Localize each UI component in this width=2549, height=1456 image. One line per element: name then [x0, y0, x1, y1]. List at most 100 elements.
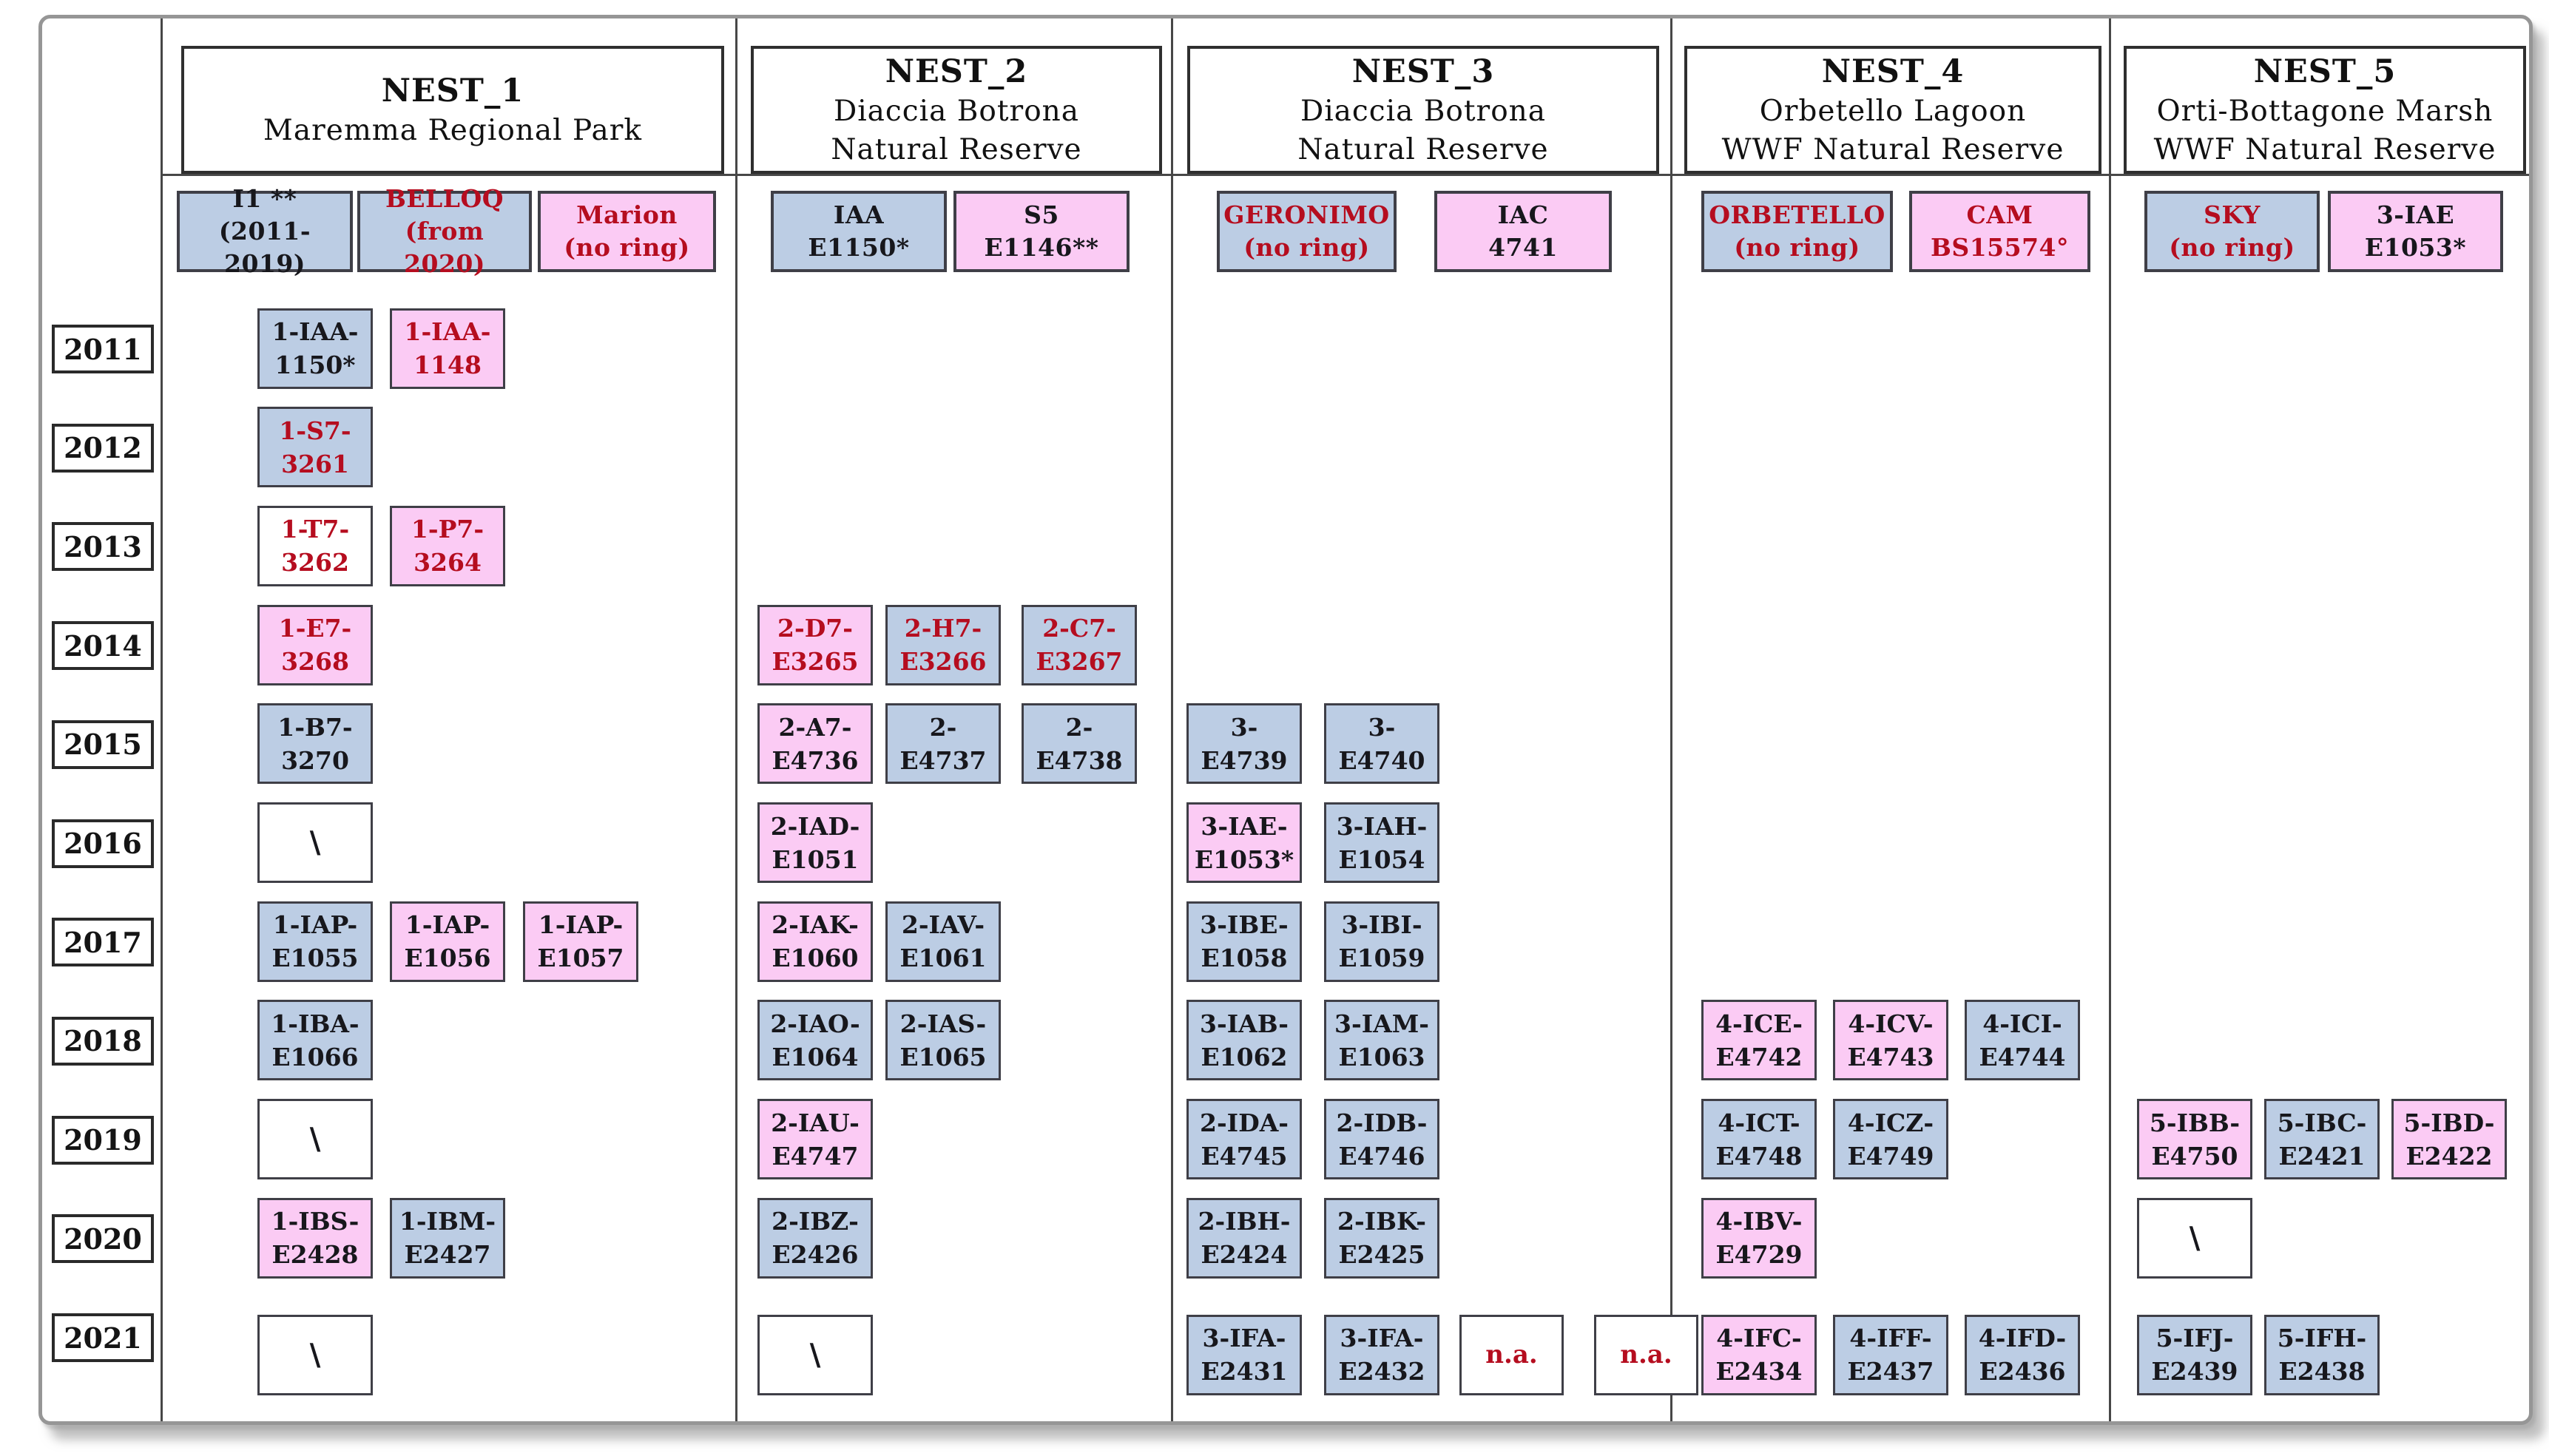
nest3-location-line2: Natural Reserve	[1297, 132, 1549, 166]
offspring-cell-3ifae2432: 3-IFA-E2432	[1324, 1314, 1439, 1395]
year-label-2020: 2020	[52, 1214, 154, 1264]
year-label-2015: 2015	[52, 719, 154, 769]
nest4-location-line1: Orbetello Lagoon	[1759, 94, 2027, 128]
offspring-cell-3iaee1053: 3-IAE-E1053*	[1186, 802, 1302, 883]
nest2-header: NEST_2 Diaccia Botrona Natural Reserve	[751, 46, 1162, 174]
parent-box-sky: SKY(no ring)	[2144, 191, 2320, 272]
offspring-cell-1iaa1148: 1-IAA-1148	[390, 308, 505, 389]
offspring-cell-2idae4745: 2-IDA-E4745	[1186, 1099, 1302, 1180]
offspring-cell-3ibie1059: 3-IBI-E1059	[1324, 901, 1439, 982]
parent-box-geronimo: GERONIMO(no ring)	[1217, 191, 1397, 272]
offspring-cell-4iffe2437: 4-IFF-E2437	[1833, 1314, 1948, 1395]
offspring-cell-2iase1065: 2-IAS-E1065	[885, 1000, 1001, 1081]
offspring-cell-3ibee1058: 3-IBE-E1058	[1186, 901, 1302, 982]
pedigree-table-frame: NEST_1 Maremma Regional Park NEST_2 Diac…	[38, 15, 2533, 1425]
offspring-cell-2d7e3265: 2-D7-E3265	[757, 604, 873, 685]
year-label-2018: 2018	[52, 1016, 154, 1066]
empty-cell-nest_1-2019: \	[257, 1099, 373, 1180]
offspring-cell-1iape1055: 1-IAP-E1055	[257, 901, 373, 982]
empty-cell-nest_5-2020: \	[2137, 1197, 2252, 1279]
parent-box-orbetello: ORBETELLO(no ring)	[1701, 191, 1893, 272]
offspring-cell-2c7e3267: 2-C7-E3267	[1022, 604, 1137, 685]
separator-nest4-nest5	[2109, 18, 2111, 1421]
nest5-location-line2: WWF Natural Reserve	[2153, 132, 2496, 166]
offspring-cell-4ifde2436: 4-IFD-E2436	[1965, 1314, 2080, 1395]
nest4-header: NEST_4 Orbetello Lagoon WWF Natural Rese…	[1684, 46, 2101, 174]
na-cell-nest_3-2021-3: n.a.	[1594, 1314, 1698, 1395]
offspring-cell-1p73264: 1-P7-3264	[390, 505, 505, 586]
nest5-title: NEST_5	[2253, 53, 2397, 90]
year-label-2011: 2011	[52, 325, 154, 373]
offspring-cell-4icze4749: 4-ICZ-E4749	[1833, 1099, 1948, 1180]
nest4-title: NEST_4	[1821, 53, 1965, 90]
nest3-location-line1: Diaccia Botrona	[1300, 94, 1547, 128]
offspring-cell-2e4738: 2-E4738	[1022, 703, 1137, 785]
year-label-2012: 2012	[52, 423, 154, 473]
offspring-cell-2idbe4746: 2-IDB-E4746	[1324, 1099, 1439, 1180]
year-label-2013: 2013	[52, 522, 154, 572]
offspring-cell-3e4740: 3-E4740	[1324, 703, 1439, 785]
year-label-2014: 2014	[52, 621, 154, 671]
offspring-cell-2ibze2426: 2-IBZ-E2426	[757, 1197, 873, 1279]
offspring-cell-2ibke2425: 2-IBK-E2425	[1324, 1197, 1439, 1279]
offspring-cell-2iaue4747: 2-IAU-E4747	[757, 1099, 873, 1180]
offspring-cell-2ibhe2424: 2-IBH-E2424	[1186, 1197, 1302, 1279]
offspring-cell-2iaoe1064: 2-IAO-E1064	[757, 1000, 873, 1081]
parent-box-i1: I1 **(2011-2019)	[177, 184, 353, 278]
offspring-cell-2iake1060: 2-IAK-E1060	[757, 901, 873, 982]
nest4-location-line2: WWF Natural Reserve	[1721, 132, 2064, 166]
offspring-cell-3iahe1054: 3-IAH-E1054	[1324, 802, 1439, 883]
offspring-cell-1iaa1150: 1-IAA-1150*	[257, 308, 373, 389]
nest2-title: NEST_2	[885, 53, 1028, 90]
offspring-cell-2a7e4736: 2-A7-E4736	[757, 703, 873, 785]
parent-box-belloq: BELLOQ(from 2020)	[357, 184, 532, 278]
separator-years-nest1	[161, 18, 163, 1421]
offspring-cell-4icve4743: 4-ICV-E4743	[1833, 1000, 1948, 1081]
offspring-cell-4ibve4729: 4-IBV-E4729	[1701, 1197, 1817, 1279]
nest2-location-line2: Natural Reserve	[831, 132, 1082, 166]
separator-nest1-nest2	[735, 18, 737, 1421]
offspring-cell-4icee4742: 4-ICE-E4742	[1701, 1000, 1817, 1081]
offspring-cell-4icie4744: 4-ICI-E4744	[1965, 1000, 2080, 1081]
offspring-cell-1s73261: 1-S7-3261	[257, 407, 373, 488]
offspring-cell-2h7e3266: 2-H7-E3266	[885, 604, 1001, 685]
parent-box-marion: Marion(no ring)	[538, 191, 716, 272]
nest3-title: NEST_3	[1351, 53, 1495, 90]
nest5-header: NEST_5 Orti-Bottagone Marsh WWF Natural …	[2124, 46, 2526, 174]
nest2-location-line1: Diaccia Botrona	[833, 94, 1080, 128]
offspring-cell-3ifae2431: 3-IFA-E2431	[1186, 1314, 1302, 1395]
offspring-cell-3e4739: 3-E4739	[1186, 703, 1302, 785]
year-label-2021: 2021	[52, 1313, 154, 1362]
year-label-2019: 2019	[52, 1115, 154, 1165]
offspring-cell-5ibbe4750: 5-IBB-E4750	[2137, 1099, 2252, 1180]
nest5-location-line1: Orti-Bottagone Marsh	[2156, 94, 2494, 128]
empty-cell-nest_1-2021: \	[257, 1314, 373, 1395]
offspring-cell-1b73270: 1-B7-3270	[257, 703, 373, 785]
year-label-2016: 2016	[52, 819, 154, 868]
nest1-location: Maremma Regional Park	[263, 113, 643, 147]
offspring-cell-5ibde2422: 5-IBD-E2422	[2391, 1099, 2507, 1180]
offspring-cell-5ibce2421: 5-IBC-E2421	[2264, 1099, 2380, 1180]
offspring-cell-1ibae1066: 1-IBA-E1066	[257, 1000, 373, 1081]
nest1-title: NEST_1	[381, 72, 524, 109]
nest3-header: NEST_3 Diaccia Botrona Natural Reserve	[1187, 46, 1659, 174]
offspring-cell-1e73268: 1-E7-3268	[257, 604, 373, 685]
separator-nest2-nest3	[1171, 18, 1173, 1421]
empty-cell-nest_1-2016: \	[257, 802, 373, 883]
offspring-cell-2iade1051: 2-IAD-E1051	[757, 802, 873, 883]
separator-nest3-nest4	[1670, 18, 1672, 1421]
empty-cell-nest_2-2021: \	[757, 1314, 873, 1395]
offspring-cell-1ibme2427: 1-IBM-E2427	[390, 1197, 505, 1279]
offspring-cell-1iape1056: 1-IAP-E1056	[390, 901, 505, 982]
nest1-header: NEST_1 Maremma Regional Park	[181, 46, 724, 174]
offspring-cell-3iabe1062: 3-IAB-E1062	[1186, 1000, 1302, 1081]
offspring-cell-4ifce2434: 4-IFC-E2434	[1701, 1314, 1817, 1395]
offspring-cell-2iave1061: 2-IAV-E1061	[885, 901, 1001, 982]
offspring-cell-5ifje2439: 5-IFJ-E2439	[2137, 1314, 2252, 1395]
